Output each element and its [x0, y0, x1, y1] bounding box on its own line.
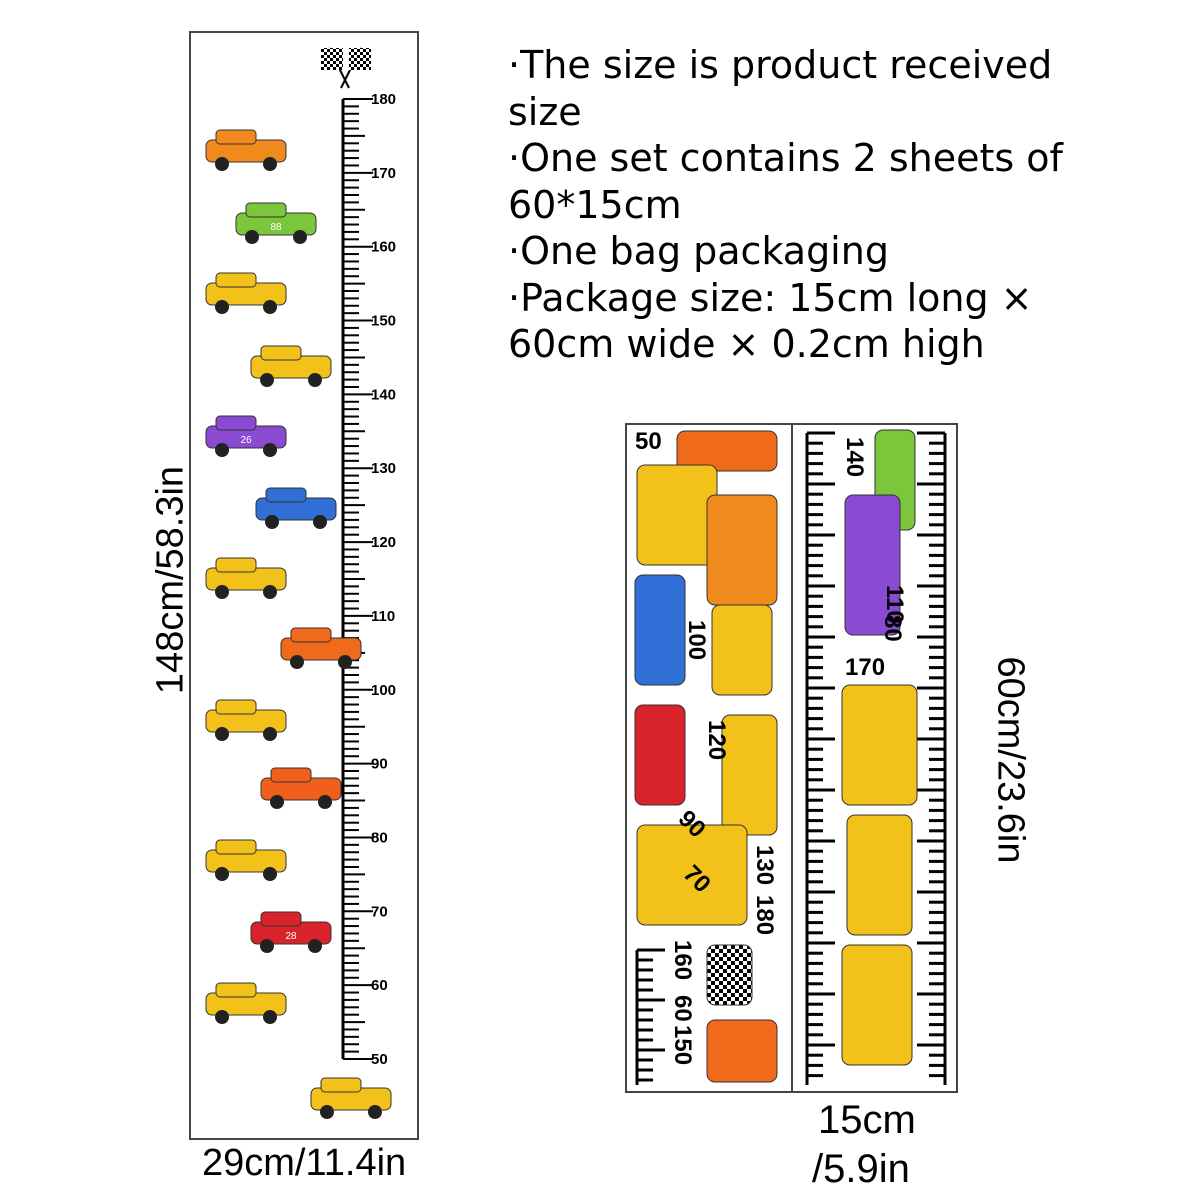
product-info: ·The size is product received size ·One … — [508, 42, 1068, 368]
blue-dump-truck-icon — [255, 487, 337, 529]
ruler-label: 120 — [371, 534, 396, 551]
right-width-cm-label: 15cm — [818, 1098, 916, 1142]
ruler-label: 160 — [371, 239, 396, 256]
yellow-crane-truck-icon — [205, 839, 287, 881]
ruler-label: 180 — [371, 91, 396, 108]
yellow-dump-truck-icon — [205, 272, 287, 314]
sheet-number: 170 — [845, 654, 885, 681]
yellow-excavator-icon — [250, 345, 332, 387]
svg-text:26: 26 — [240, 435, 252, 446]
forklift-sticker — [706, 1019, 778, 1083]
green-race-car-icon: 88 — [235, 202, 317, 244]
sheet-number: 180 — [751, 895, 778, 935]
sheet-number: 140 — [841, 437, 868, 477]
dump-truck-sticker — [841, 944, 913, 1066]
ruler-label: 60 — [371, 977, 388, 994]
flags-sticker — [706, 944, 753, 1006]
yellow-dumper-icon — [310, 1077, 392, 1119]
yellow-excavator-2-icon — [205, 557, 287, 599]
sheet-number: 60 — [669, 995, 696, 1022]
left-height-label: 148cm/58.3in — [149, 465, 192, 695]
sheet-number: 120 — [703, 720, 730, 760]
info-line-package-size: ·Package size: 15cm long × 60cm wide × 0… — [508, 275, 1045, 367]
sheet-number: 150 — [669, 1025, 696, 1065]
yellow-cement-mixer-icon — [205, 699, 287, 741]
ruler-label: 150 — [371, 313, 396, 330]
height-ruler: 180 170 160 150 140 130 120 110 100 90 80 70 60 50 88… — [205, 47, 396, 1119]
right-height-label: 60cm/23.6in — [989, 656, 1032, 864]
right-width-in-label: /5.9in — [812, 1147, 910, 1191]
excavator-2-sticker — [636, 824, 748, 926]
dumper-sticker — [846, 814, 913, 936]
orange-suv-sticker — [706, 494, 778, 606]
ruler-label: 140 — [371, 386, 396, 403]
ruler-label: 170 — [371, 165, 396, 182]
road-roller-sticker — [676, 430, 778, 472]
purple-race-car-icon: 26 — [205, 415, 287, 457]
blue-truck-sticker — [634, 574, 686, 686]
loader-sticker — [711, 604, 773, 696]
svg-text:28: 28 — [285, 931, 297, 942]
ruler-label: 70 — [371, 903, 388, 920]
ruler-label: 80 — [371, 829, 388, 846]
sheet-number: 50 — [635, 428, 662, 455]
info-line-size: ·The size is product received size — [508, 43, 1065, 134]
sheet-number: 110 — [881, 585, 908, 624]
sheet-number: 130 — [751, 845, 778, 885]
purple-car-sticker — [844, 494, 901, 636]
cement-mixer-sticker — [841, 684, 918, 806]
ruler-label: 50 — [371, 1051, 388, 1068]
info-line-packaging: ·One bag packaging — [508, 229, 889, 273]
sheet-number: 160 — [669, 940, 696, 980]
ruler-label: 110 — [371, 608, 395, 625]
assembled-growth-chart: 180 170 160 150 140 130 120 110 100 90 80 70 60 50 88… — [189, 31, 419, 1140]
checkered-flags-icon — [321, 47, 371, 89]
excavator-sticker — [636, 464, 718, 566]
orange-suv-icon — [205, 129, 287, 171]
yellow-wheel-loader-icon — [205, 982, 287, 1024]
sheet-number: 80 — [879, 615, 906, 642]
crane-sticker — [721, 714, 778, 836]
red-pickup-truck-icon: 28 — [250, 911, 332, 953]
info-line-sheets: ·One set contains 2 sheets of 60*15cm — [508, 136, 1076, 227]
ruler-label: 90 — [371, 756, 388, 773]
orange-forklift-icon — [280, 627, 362, 669]
orange-road-roller-icon — [260, 767, 342, 809]
svg-text:88: 88 — [270, 222, 282, 233]
red-pickup-sticker — [634, 704, 686, 806]
ruler-label: 130 — [371, 460, 396, 477]
ruler-label: 100 — [371, 682, 396, 699]
left-width-label: 29cm/11.4in — [202, 1142, 407, 1184]
sheet-number: 100 — [683, 620, 710, 660]
